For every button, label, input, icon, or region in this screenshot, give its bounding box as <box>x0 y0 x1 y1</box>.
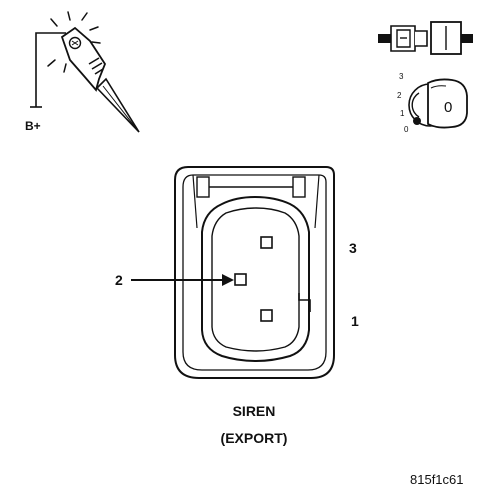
test-probe-icon <box>30 11 140 133</box>
pin-1-label: 1 <box>351 313 359 329</box>
pin-2-terminal <box>234 273 247 286</box>
ignition-position-0: 0 <box>404 125 409 134</box>
connector-icon <box>378 21 473 55</box>
ignition-position-1: 1 <box>400 109 405 118</box>
figure-id: 815f1c61 <box>410 472 464 487</box>
pin-3-terminal <box>260 236 273 249</box>
b-plus-label: B+ <box>25 119 41 133</box>
caption-title: SIREN <box>233 403 276 419</box>
connector-housing <box>174 166 335 379</box>
ignition-key-icon: 3 2 1 0 0 <box>397 72 468 134</box>
ignition-position-3: 3 <box>399 72 404 81</box>
pin-3-label: 3 <box>349 240 357 256</box>
ignition-key-label: 0 <box>444 99 452 116</box>
ignition-position-2: 2 <box>397 91 402 100</box>
pin-2-callout-arrow <box>131 274 234 286</box>
pin-2-label: 2 <box>115 272 123 288</box>
caption-subtitle: (EXPORT) <box>221 430 288 446</box>
pin-1-terminal <box>260 309 273 322</box>
